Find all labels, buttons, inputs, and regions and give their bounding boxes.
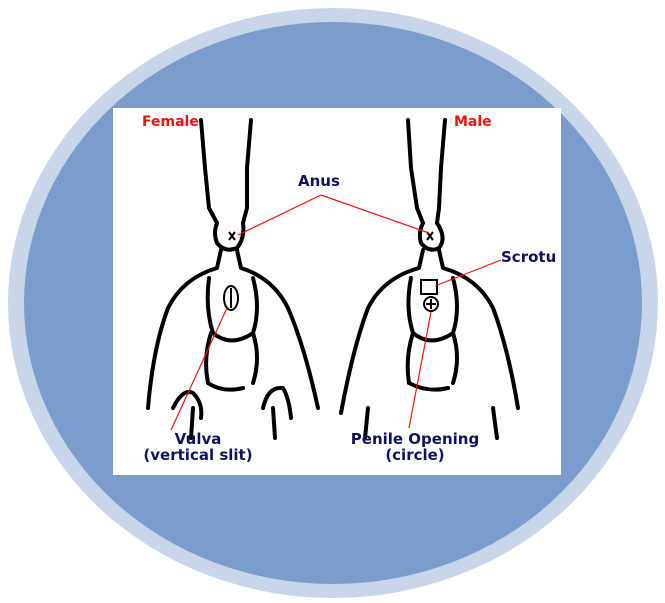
penile-opening-label: Penile Opening (circle) [335,432,495,464]
penile-label-line2: (circle) [335,448,495,464]
diagram-panel: Female Male Anus Scrotu Vulva (vertical … [113,108,561,475]
female-figure [148,120,318,438]
scrotum-label: Scrotu [501,250,556,266]
vulva-label-line2: (vertical slit) [133,448,263,464]
male-scrotum-mark [421,280,437,294]
diagram-drawing [113,108,561,475]
female-anus-mark [229,232,235,240]
vulva-label: Vulva (vertical slit) [133,432,263,464]
pointer-lines [171,195,501,430]
male-label: Male [454,115,492,130]
anus-label: Anus [298,174,340,190]
female-label: Female [142,115,199,130]
